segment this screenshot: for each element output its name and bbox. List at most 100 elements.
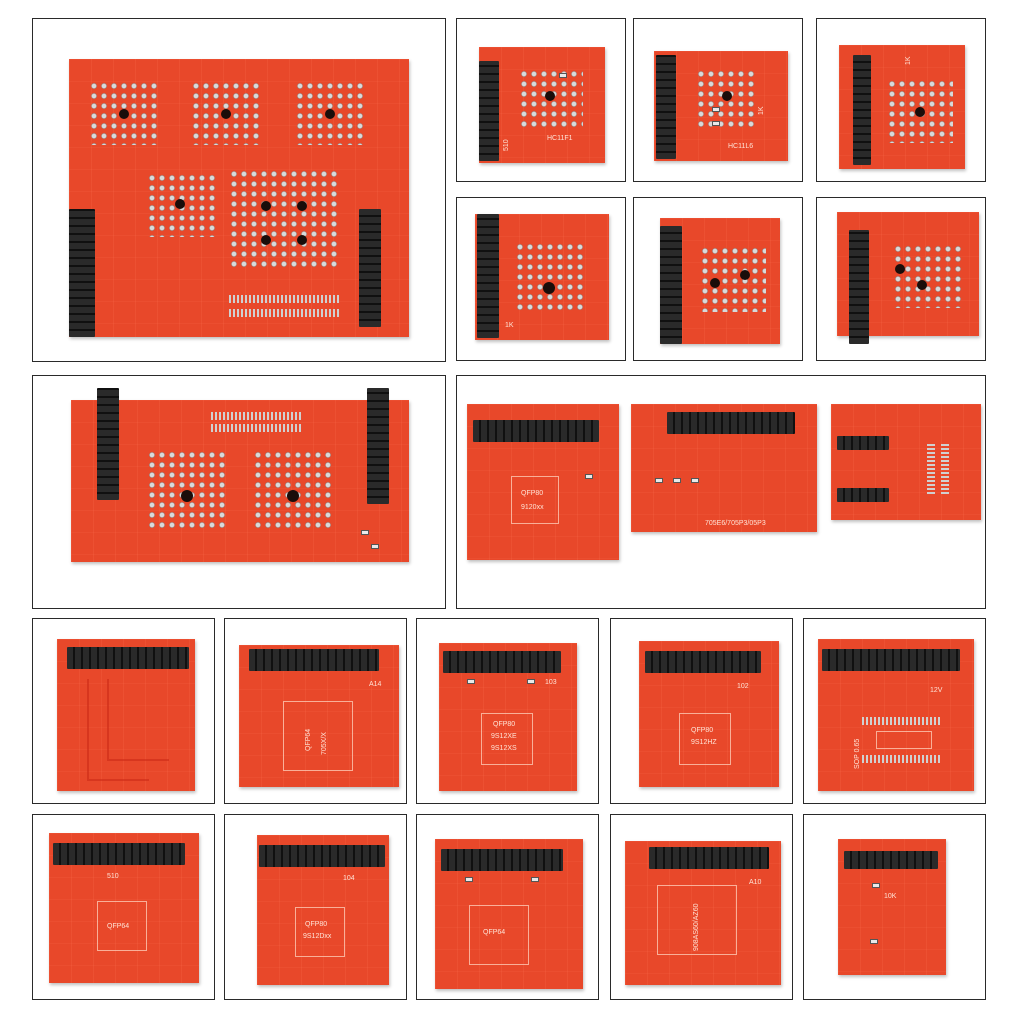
photo-frame-hc11l6: HC11L6 1K (633, 18, 803, 182)
pin-header (473, 420, 599, 442)
pin-header-right (367, 388, 389, 504)
silkscreen-label: 12V (930, 687, 943, 694)
qfp-footprint (97, 901, 147, 951)
pin-header (822, 649, 960, 671)
mounting-hole (181, 490, 193, 502)
photo-frame-socket-board (816, 197, 986, 361)
silkscreen-label: 9S12HZ (691, 739, 717, 746)
mounting-hole (175, 199, 185, 209)
mounting-hole (119, 109, 129, 119)
pcb-trace (107, 679, 169, 761)
silkscreen-label: 510 (107, 873, 119, 880)
pin-pad-row (211, 412, 301, 420)
photo-frame-9s12dt-board: 104 QFP80 9S12Dxx (224, 814, 407, 1000)
pin-pad-row (211, 424, 301, 432)
smd-resistor (361, 530, 369, 535)
pin-header (249, 649, 379, 671)
mounting-hole (297, 201, 307, 211)
photo-frame-9s12hz-board: 102 QFP80 9S12HZ (610, 618, 793, 804)
smd-resistor (371, 544, 379, 549)
smd-resistor (870, 939, 878, 944)
pin-header (443, 651, 561, 673)
silkscreen-label: 104 (343, 875, 355, 882)
silkscreen-label: HC11L6 (728, 143, 754, 150)
sop-pad-row (862, 717, 942, 725)
mounting-hole (325, 109, 335, 119)
silkscreen-label: 103 (545, 679, 557, 686)
mounting-hole (261, 201, 271, 211)
silkscreen-label: 9120xx (521, 504, 544, 511)
silkscreen-label: 9S12XE (491, 733, 517, 740)
photo-frame-wide-board (32, 375, 446, 609)
mounting-hole (917, 280, 927, 290)
silkscreen-label: 705E6/705P3/05P3 (705, 520, 766, 527)
silkscreen-label: 1K (505, 322, 514, 329)
photo-frame-hc11f1: HC11F1 510 (456, 18, 626, 182)
mounting-hole (740, 270, 750, 280)
smd-resistor (691, 478, 699, 483)
pin-header-right (359, 209, 381, 327)
pin-header (477, 214, 499, 338)
silkscreen-label: QFP80 (691, 727, 714, 734)
pcb-board (69, 59, 409, 337)
pin-pad-row (229, 309, 339, 317)
photo-frame-qfp64-board: 510 QFP64 (32, 814, 215, 1000)
photo-frame-9s12xe-board: 103 QFP80 9S12XE 9S12XS (416, 618, 599, 804)
mounting-hole (545, 91, 555, 101)
pin-header (479, 61, 499, 161)
pcb-board-adapter (831, 404, 981, 520)
pcb-board: QFP64 (435, 839, 583, 989)
smd-resistor (531, 877, 539, 882)
chip-socket-pads (515, 242, 585, 312)
qfp-footprint (283, 701, 353, 771)
mounting-hole (722, 91, 732, 101)
chip-socket-pads (700, 246, 766, 312)
pcb-board: 104 QFP80 9S12Dxx (257, 835, 389, 985)
silkscreen-label: 9S12XS (491, 745, 517, 752)
silkscreen-label: 9S12Dxx (303, 933, 332, 940)
silkscreen-label: QFP80 (521, 490, 544, 497)
pin-pad-row (229, 295, 339, 303)
chip-socket-pads (893, 244, 963, 308)
smd-resistor (527, 679, 535, 684)
pin-header (853, 55, 871, 165)
photo-frame-10k-board: 10K (803, 814, 986, 1000)
pin-header (660, 226, 682, 344)
smd-resistor (465, 877, 473, 882)
pcb-board-qfp80-9120: QFP80 9120xx (467, 404, 619, 560)
pin-header (656, 55, 676, 159)
pin-header-left (97, 388, 119, 500)
qfp-footprint (657, 885, 737, 955)
pin-pad-column (941, 444, 949, 494)
mounting-hole (895, 264, 905, 274)
pcb-board: 103 QFP80 9S12XE 9S12XS (439, 643, 577, 791)
photo-frame-a14-board: A14 QFP64 705X/X (224, 618, 407, 804)
silkscreen-label: QFP80 (305, 921, 328, 928)
photo-frame-trace-board (32, 618, 215, 804)
pcb-board: HC11F1 510 (479, 47, 605, 163)
silkscreen-label: 1K (758, 106, 765, 115)
photo-frame-socket-board: 1K (456, 197, 626, 361)
pcb-board: HC11L6 1K (654, 51, 788, 161)
smd-resistor (585, 474, 593, 479)
pcb-board: A14 QFP64 705X/X (239, 645, 399, 787)
pin-header (837, 488, 889, 502)
mounting-hole (543, 282, 555, 294)
silkscreen-label: 510 (503, 139, 510, 151)
mounting-hole (287, 490, 299, 502)
silkscreen-label: SOP 0.65 (854, 738, 861, 769)
silkscreen-label: A10 (749, 879, 762, 886)
pcb-board: 10K (838, 839, 946, 975)
qfp-footprint (511, 476, 559, 524)
mounting-hole (221, 109, 231, 119)
smd-resistor (712, 107, 720, 112)
pcb-board: A10 908AS60/AZ60 (625, 841, 781, 985)
pin-header (441, 849, 563, 871)
pin-header (849, 230, 869, 344)
mounting-hole (710, 278, 720, 288)
mounting-hole (297, 235, 307, 245)
qfp-footprint (469, 905, 529, 965)
silkscreen-label: QFP80 (493, 721, 516, 728)
pin-header (67, 647, 189, 669)
pin-header-left (69, 209, 95, 337)
